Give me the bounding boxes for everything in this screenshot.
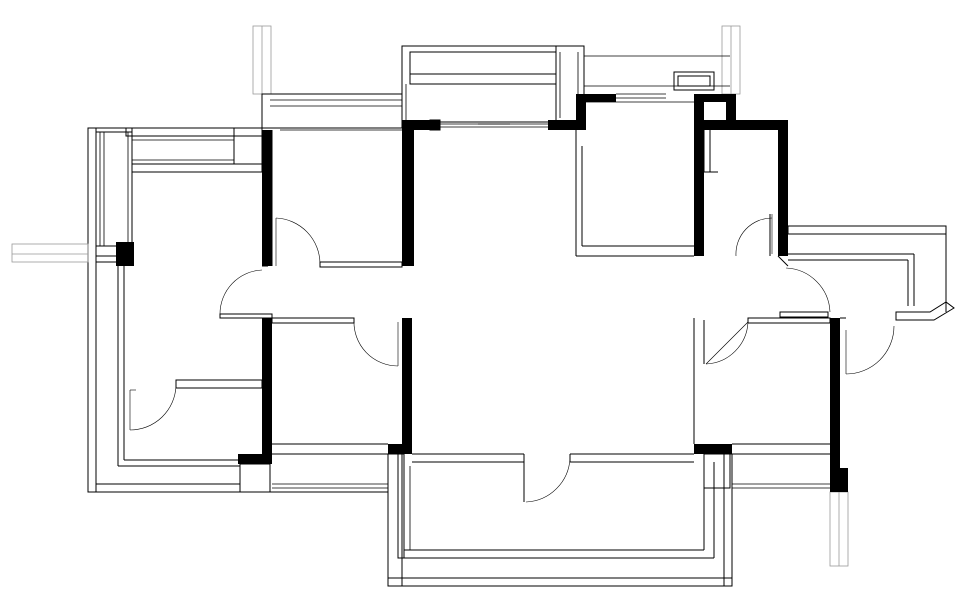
exterior-walls [11,25,955,567]
interior-walls [175,93,846,587]
structural-columns [116,94,848,492]
door-swings [129,214,895,503]
